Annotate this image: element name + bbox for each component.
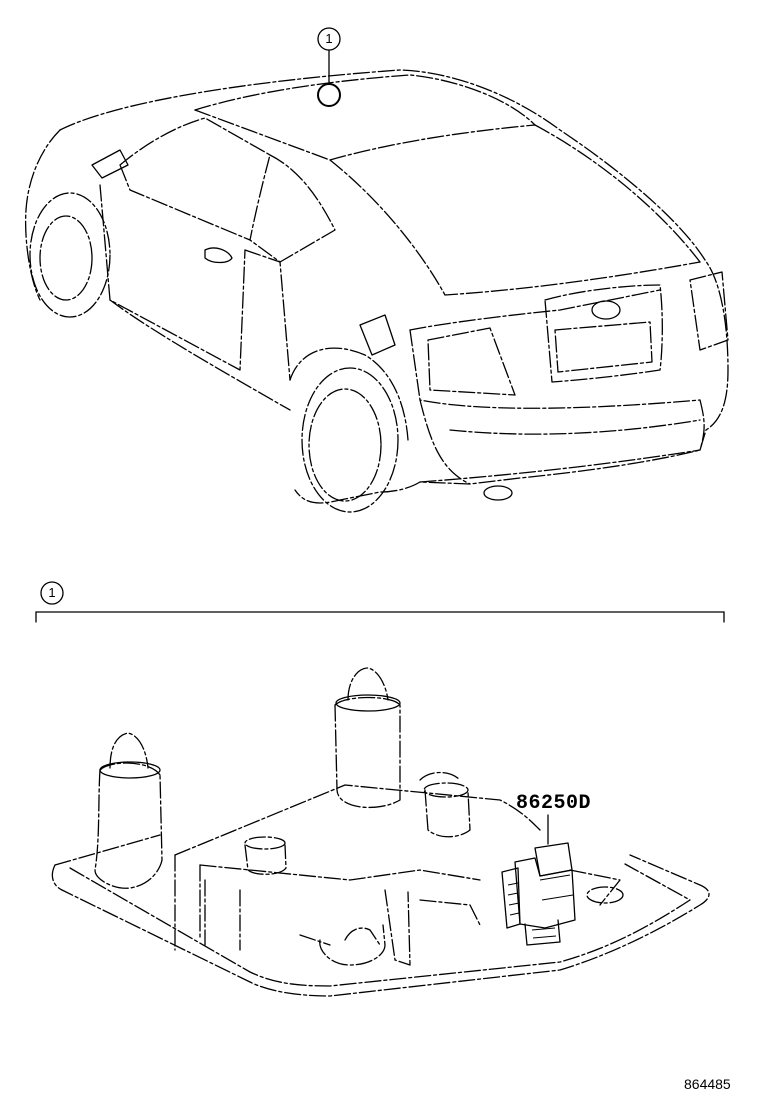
drawing-number: 864485 (684, 1076, 731, 1092)
car-illustration (24, 69, 729, 513)
section-bracket (35, 581, 725, 623)
roof-console-assembly (51, 667, 710, 997)
section-callout-number: 1 (48, 585, 56, 600)
part-number-label[interactable]: 86250D (516, 792, 592, 815)
roof-callout (317, 27, 341, 107)
top-callout-number: 1 (325, 31, 333, 46)
switch-part-86250d (501, 814, 576, 946)
